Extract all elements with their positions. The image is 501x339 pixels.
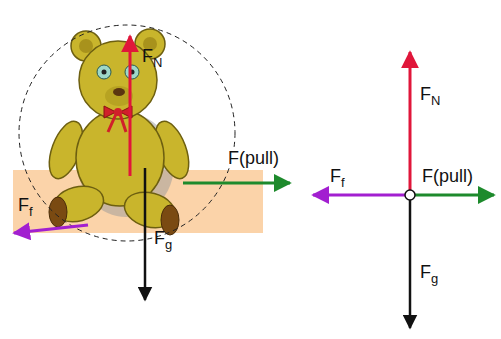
bear-head (79, 41, 157, 119)
friction-arrow (14, 225, 88, 233)
teddy-bear (43, 29, 196, 235)
bear-nose (113, 88, 125, 96)
normal-force-arrow (409, 52, 412, 190)
force-arrows (14, 36, 290, 300)
force-label: Ff (16, 195, 35, 217)
bear-pupil (102, 70, 107, 75)
force-label: F(pull) (226, 148, 281, 168)
bear-leg (48, 181, 107, 227)
free-body-diagram (313, 52, 494, 328)
system-boundary (19, 25, 235, 241)
friction-arrow (313, 194, 405, 197)
force-label: F(pull) (420, 166, 475, 186)
force-label: FN (418, 84, 442, 106)
force-label: Ff (328, 166, 347, 188)
gravity-arrow (144, 168, 147, 300)
bear-ear-inner (79, 39, 93, 53)
bear-eye (125, 65, 139, 79)
pull-force-arrow (183, 182, 290, 185)
point-mass (405, 190, 415, 200)
bear-ribbon (108, 114, 126, 132)
bear-foot-pad (49, 197, 67, 227)
pull-force-arrow (415, 194, 494, 197)
force-label: FN (140, 46, 164, 68)
bear-bow (104, 106, 132, 118)
force-label: Fg (152, 228, 174, 250)
bear-eye (97, 65, 111, 79)
force-label: Fg (418, 262, 440, 284)
gravity-arrow (409, 200, 412, 328)
normal-force-arrow (129, 36, 132, 176)
